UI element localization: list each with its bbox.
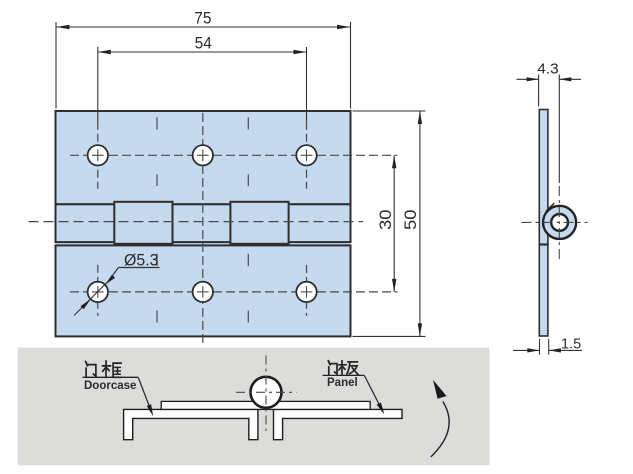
svg-text:Doorcase: Doorcase [84,380,136,392]
svg-text:1.5: 1.5 [561,336,581,352]
svg-text:54: 54 [195,34,212,53]
svg-text:4.3: 4.3 [537,61,559,77]
svg-text:Ø5.3: Ø5.3 [124,252,159,270]
svg-text:Panel: Panel [327,377,358,389]
svg-text:30: 30 [376,209,395,230]
svg-text:75: 75 [194,9,211,28]
svg-text:50: 50 [401,209,420,230]
